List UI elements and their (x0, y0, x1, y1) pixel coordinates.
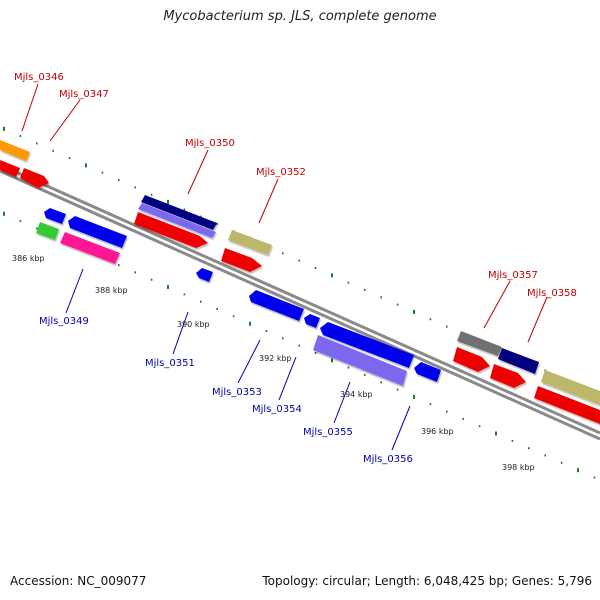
gene-feature-navy[interactable] (141, 195, 217, 230)
gene-feature-blue[interactable] (44, 208, 66, 224)
gene-feature-red[interactable] (20, 168, 49, 188)
scale-label: 398 kbp (502, 463, 535, 472)
gene-label[interactable]: Mjls_0351 (145, 358, 195, 369)
leader-line-reverse (278, 356, 297, 401)
leader-line-forward (527, 296, 548, 343)
scale-label: 392 kbp (259, 354, 292, 363)
scale-label: 386 kbp (12, 254, 45, 263)
gene-feature-blue[interactable] (304, 314, 320, 328)
map-title: Mycobacterium sp. JLS, complete genome (163, 9, 437, 24)
backbone-line-inner (0, 169, 600, 441)
leader-line-forward (21, 83, 39, 132)
gene-label[interactable]: Mjls_0349 (39, 316, 89, 327)
backbone (0, 163, 600, 441)
backbone-line-outer (0, 163, 600, 435)
gene-label[interactable]: Mjls_0352 (256, 167, 306, 178)
leader-line-forward (187, 149, 209, 195)
forward-gene-labels: Mjls_0346 Mjls_0347 Mjls_0350 Mjls_0352 … (14, 72, 577, 299)
gene-label[interactable]: Mjls_0353 (212, 387, 262, 398)
leader-line-reverse (391, 405, 411, 451)
leader-line-reverse (237, 339, 261, 384)
gene-feature-blue[interactable] (68, 216, 127, 248)
leader-line-reverse (65, 268, 84, 314)
gene-label[interactable]: Mjls_0355 (303, 427, 353, 438)
scale-label: 394 kbp (340, 390, 373, 399)
gene-label[interactable]: Mjls_0346 (14, 72, 64, 83)
gene-feature-green[interactable] (36, 222, 59, 240)
gene-label[interactable]: Mjls_0354 (252, 404, 302, 415)
leader-lines (21, 83, 548, 451)
genome-summary: Topology: circular; Length: 6,048,425 bp… (262, 574, 592, 588)
leader-line-forward (49, 99, 81, 142)
gene-label[interactable]: Mjls_0347 (59, 89, 109, 100)
gene-feature-red[interactable] (0, 160, 20, 177)
gene-feature-blue[interactable] (320, 322, 414, 368)
gene-label[interactable]: Mjls_0356 (363, 454, 413, 465)
gene-feature-khaki[interactable] (228, 230, 272, 255)
gene-feature-lavender[interactable] (138, 203, 216, 238)
forward-features (0, 140, 600, 424)
gene-feature-blue[interactable] (414, 362, 441, 382)
gene-feature-red[interactable] (490, 364, 526, 388)
leader-line-forward (258, 178, 279, 224)
gene-feature-red[interactable] (453, 347, 490, 372)
reverse-gene-labels: Mjls_0349 Mjls_0351 Mjls_0353 Mjls_0354 … (39, 316, 413, 465)
gene-label[interactable]: Mjls_0350 (185, 138, 235, 149)
gene-label[interactable]: Mjls_0358 (527, 288, 577, 299)
accession-label: Accession: NC_009077 (10, 574, 147, 588)
scale-label: 390 kbp (177, 320, 210, 329)
gene-feature-khaki[interactable] (541, 370, 600, 405)
gene-feature-blue[interactable] (196, 268, 213, 282)
scale-labels: 386 kbp 388 kbp 390 kbp 392 kbp 394 kbp … (12, 254, 535, 472)
leader-line-reverse (172, 311, 189, 355)
gene-feature-magenta[interactable] (60, 232, 120, 264)
gene-feature-lavender[interactable] (313, 335, 407, 386)
gene-feature-red[interactable] (134, 212, 208, 248)
gene-feature-navy[interactable] (498, 348, 539, 374)
gene-feature-red[interactable] (534, 386, 600, 424)
gene-feature-orange[interactable] (0, 140, 30, 161)
gene-label[interactable]: Mjls_0357 (488, 270, 538, 281)
scale-label: 388 kbp (95, 286, 128, 295)
reverse-features (36, 208, 441, 386)
gene-feature-blue[interactable] (249, 290, 304, 321)
gene-feature-red[interactable] (221, 248, 262, 272)
scale-label: 396 kbp (421, 427, 454, 436)
gene-feature-gray[interactable] (457, 331, 502, 356)
leader-line-forward (483, 280, 511, 329)
leader-line-reverse (333, 381, 351, 424)
